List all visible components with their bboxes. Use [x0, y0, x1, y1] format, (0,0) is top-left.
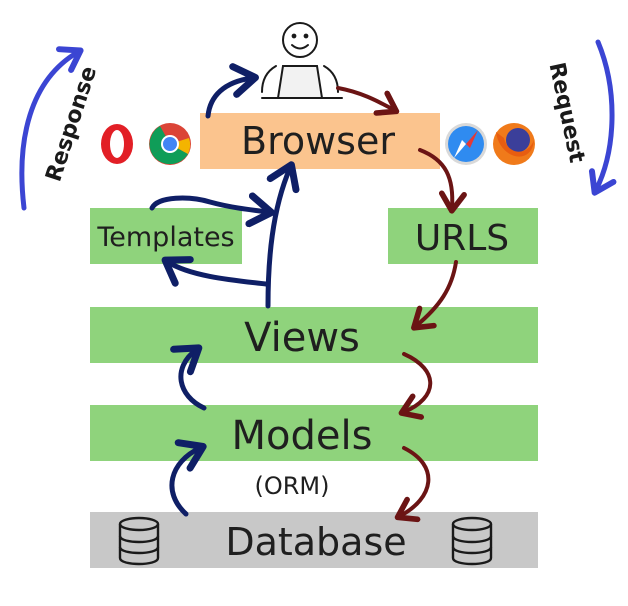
- templates-box: [90, 208, 242, 264]
- browser-box: [200, 113, 440, 169]
- response-arrow-templates-to-views: [149, 192, 275, 228]
- views-label: Views: [244, 315, 360, 361]
- views-box: [90, 307, 538, 363]
- urls-box: [388, 208, 538, 264]
- database-cylinder-icon: [118, 516, 160, 566]
- models-box: [90, 405, 538, 461]
- urls-label: URLS: [415, 218, 509, 259]
- orm-label: (ORM): [255, 472, 330, 500]
- safari-icon: [445, 123, 487, 165]
- response-arrow-views-to-browser: [265, 161, 300, 309]
- request-label: Request: [544, 60, 590, 165]
- database-box: [90, 512, 538, 568]
- request-arrow-laptop-to-browser: [336, 86, 400, 116]
- opera-icon: [101, 124, 133, 164]
- database-label: Database: [225, 520, 406, 564]
- browser-label: Browser: [241, 119, 395, 163]
- response-arrow-views-to-templates: [161, 256, 269, 287]
- models-label: Models: [232, 413, 373, 459]
- database-cylinder-icon: [451, 516, 493, 566]
- user-at-laptop-icon: [261, 22, 343, 99]
- request-arrow-urls-to-views: [411, 260, 458, 331]
- templates-label: Templates: [96, 222, 234, 253]
- firefox-icon: [493, 123, 535, 165]
- response-arrow: [19, 46, 84, 211]
- request-arrow-views-to-models: [398, 352, 433, 420]
- response-arrow-browser-to-laptop: [205, 63, 259, 119]
- response-arrow-database-to-models: [169, 439, 207, 517]
- request-arrow-browser-to-urls: [418, 148, 467, 214]
- request-arrow: [588, 39, 617, 196]
- request-arrow-models-to-database: [394, 446, 431, 523]
- response-arrow-models-to-views: [170, 344, 207, 411]
- chrome-icon: [149, 123, 191, 165]
- response-label: Response: [41, 63, 102, 184]
